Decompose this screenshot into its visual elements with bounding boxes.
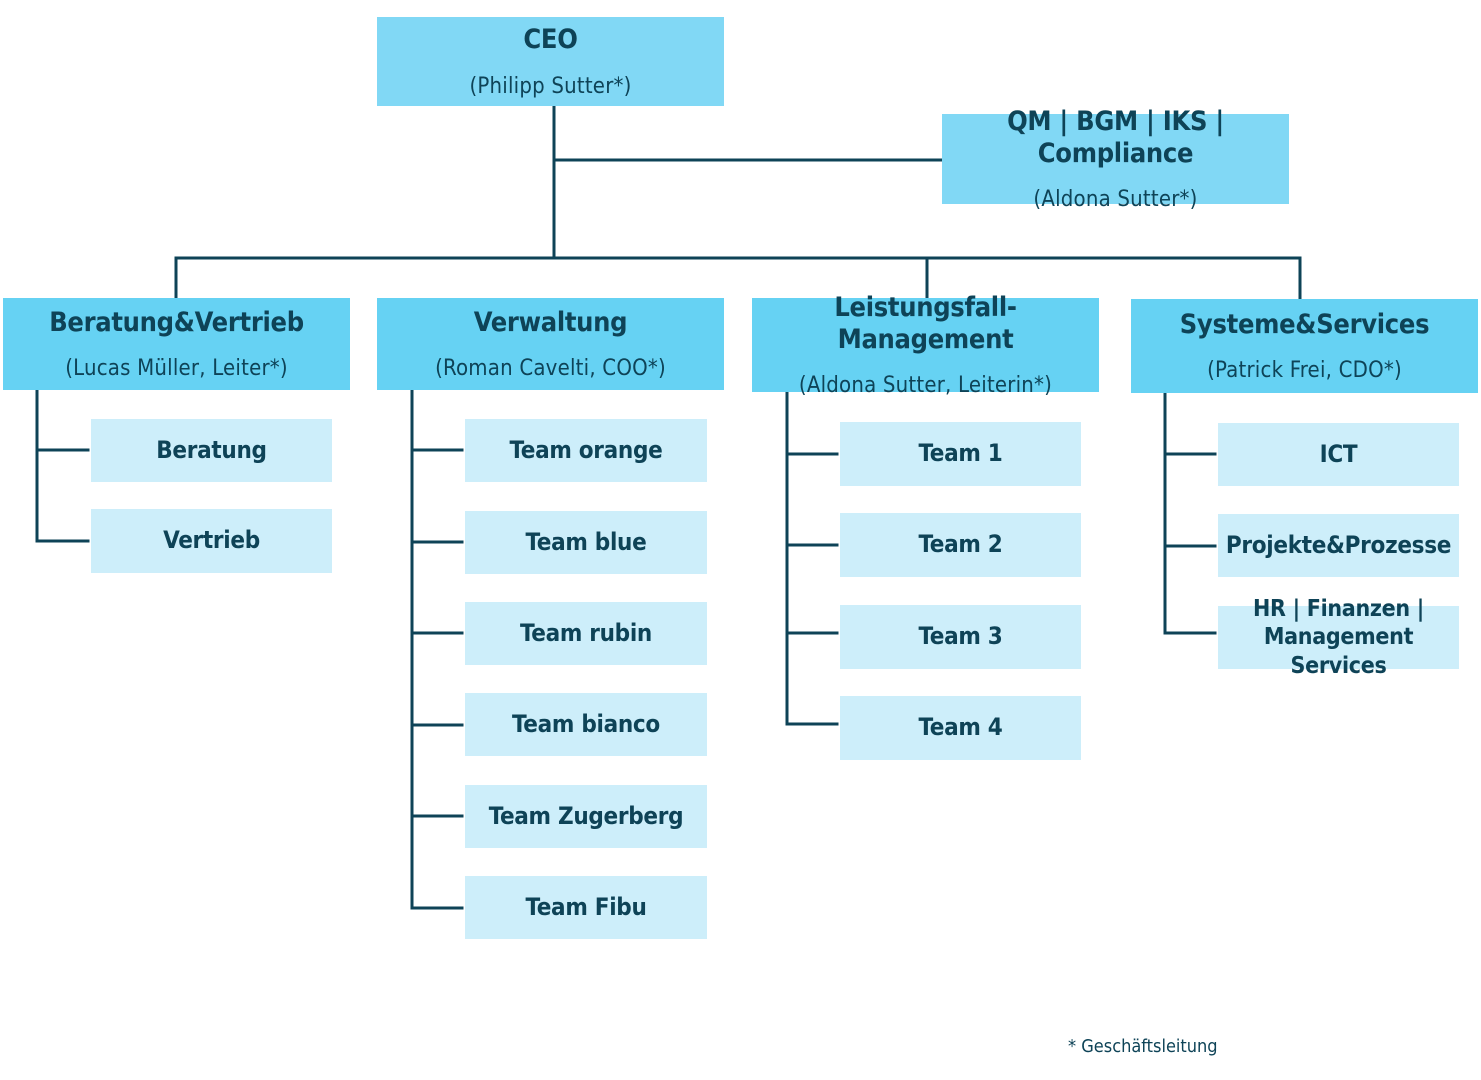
team-label: Team 1 — [918, 439, 1003, 468]
department-head: (Patrick Frei, CDO*) — [1207, 358, 1402, 384]
department-head: (Lucas Müller, Leiter*) — [65, 356, 288, 382]
department-box-verwaltung: Verwaltung (Roman Cavelti, COO*) — [377, 298, 724, 390]
team-box: Team 3 — [840, 605, 1081, 669]
team-label: Team rubin — [519, 618, 653, 647]
team-label: HR | Finanzen | Management Services — [1253, 596, 1424, 679]
department-head: (Aldona Sutter, Leiterin*) — [798, 372, 1053, 398]
department-head: (Roman Cavelti, COO*) — [435, 356, 666, 382]
team-label: Vertrieb — [163, 526, 260, 555]
department-box-leistungsfall-management: Leistungsfall-Management (Aldona Sutter,… — [752, 292, 1099, 398]
staff-box: QM | BGM | IKS | Compliance (Aldona Sutt… — [942, 106, 1289, 212]
team-label: Team 3 — [918, 622, 1003, 651]
department-title: Verwaltung — [473, 306, 628, 338]
team-box: Team Zugerberg — [465, 785, 707, 848]
team-label: Team 2 — [918, 530, 1003, 559]
team-label: Team blue — [525, 527, 647, 556]
department-title: Leistungsfall-Management — [834, 292, 1017, 355]
ceo-title: CEO — [523, 24, 578, 56]
ceo-box: CEO (Philipp Sutter*) — [377, 17, 724, 106]
team-label: Projekte&Prozesse — [1225, 530, 1452, 559]
team-box: Team Fibu — [465, 876, 707, 939]
team-label: Team Zugerberg — [488, 801, 684, 830]
team-box: Projekte&Prozesse — [1218, 514, 1459, 577]
team-box: ICT — [1218, 423, 1459, 486]
department-box-beratung-vertrieb: Beratung&Vertrieb (Lucas Müller, Leiter*… — [3, 298, 350, 390]
team-box: Team 1 — [840, 422, 1081, 486]
team-box: Team rubin — [465, 602, 707, 665]
team-box: Team 2 — [840, 513, 1081, 577]
department-title: Systeme&Services — [1179, 308, 1430, 340]
staff-name: (Aldona Sutter*) — [1033, 186, 1198, 212]
footnote: * Geschäftsleitung — [1068, 1036, 1218, 1057]
team-box: Vertrieb — [91, 509, 332, 573]
team-box: Team 4 — [840, 696, 1081, 760]
team-label: Team orange — [509, 435, 663, 464]
team-box: Team bianco — [465, 693, 707, 756]
ceo-name: (Philipp Sutter*) — [469, 73, 632, 99]
team-box: HR | Finanzen | Management Services — [1218, 596, 1459, 679]
department-title: Beratung&Vertrieb — [49, 306, 304, 338]
team-label: Team Fibu — [525, 892, 647, 921]
team-label: Team 4 — [918, 713, 1003, 742]
team-label: ICT — [1319, 439, 1358, 468]
team-box: Team blue — [465, 511, 707, 574]
team-box: Team orange — [465, 419, 707, 482]
team-box: Beratung — [91, 419, 332, 482]
staff-title: QM | BGM | IKS | Compliance — [1007, 106, 1224, 169]
department-box-systeme-services: Systeme&Services (Patrick Frei, CDO*) — [1131, 299, 1478, 393]
team-label: Beratung — [156, 435, 267, 464]
team-label: Team bianco — [512, 709, 660, 738]
